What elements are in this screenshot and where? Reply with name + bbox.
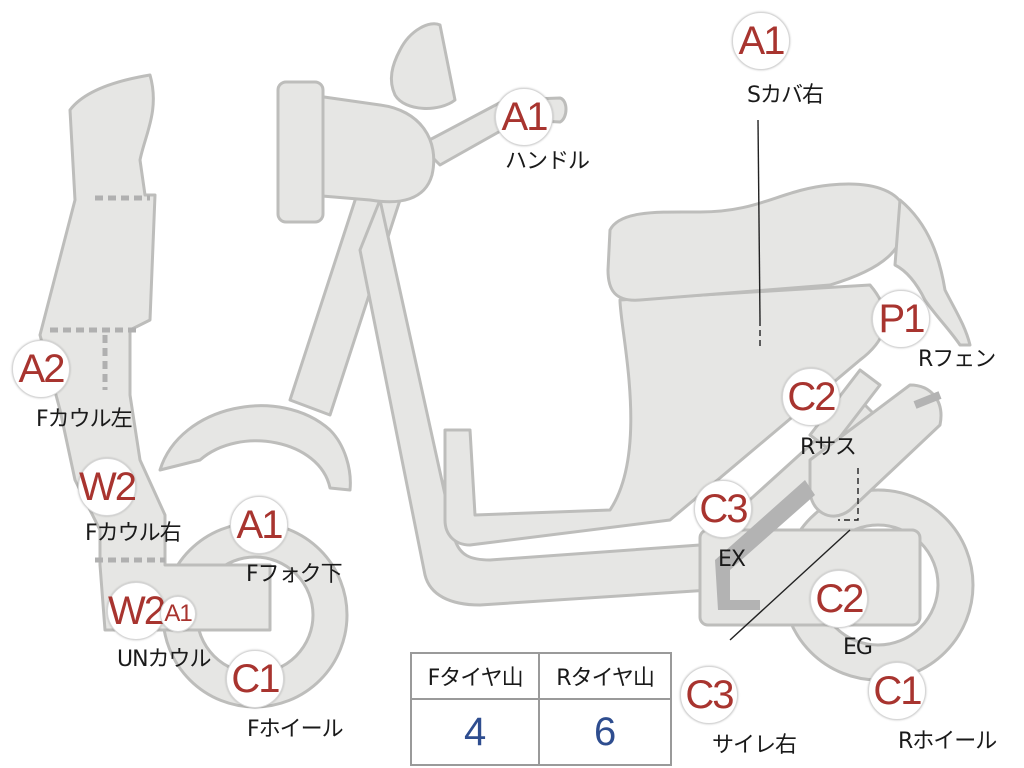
code-badge: C3: [694, 480, 752, 538]
rear-fender: [893, 198, 972, 347]
rear-tire-header: Rタイヤ山: [538, 652, 672, 700]
marker-label: Fホイール: [247, 717, 344, 742]
marker-label: サイレ右: [712, 733, 797, 758]
code-badge: A1: [732, 12, 790, 70]
muffler: [808, 383, 943, 518]
headlight-cowl: [308, 93, 436, 204]
marker-label: Fカウル右: [85, 521, 182, 546]
front-tire-header: Fタイヤ山: [409, 652, 541, 700]
code-badge: P1: [872, 290, 930, 348]
code-badge: C1: [226, 650, 284, 708]
marker-label: Fフォク下: [246, 562, 343, 587]
marker-label: UNカウル: [117, 647, 212, 672]
code-badge: C1: [868, 662, 926, 720]
leader-rsus: [838, 468, 859, 521]
code-badge: C2: [782, 368, 840, 426]
marker-label: Rサス: [800, 435, 857, 460]
cowl-seam-2: [50, 327, 140, 390]
code-badge: A2: [12, 340, 70, 398]
code-badge: A1: [230, 496, 288, 554]
code-badge: W2: [78, 458, 137, 516]
tire-tread-table: Fタイヤ山 Rタイヤ山 4 6: [409, 652, 672, 766]
marker-label: Rホイール: [898, 729, 997, 754]
marker-label: EX: [718, 547, 746, 572]
front-fender: [158, 404, 352, 492]
code-badge: C3: [680, 666, 738, 724]
exhaust-pipe: [715, 480, 815, 610]
leader-scover: [757, 119, 761, 321]
marker-label: Fカウル左: [36, 407, 133, 432]
code-badge-small: A1: [160, 596, 196, 632]
leader-silencer: [729, 529, 851, 641]
headlight: [276, 80, 325, 224]
seat: [606, 182, 908, 302]
marker-label: EG: [843, 635, 873, 660]
marker-label: Sカバ右: [747, 83, 824, 108]
marker-label: ハンドル: [505, 149, 590, 174]
code-badge: C2: [810, 570, 868, 628]
code-badge: A1: [495, 88, 553, 146]
marker-label: Rフェン: [918, 347, 996, 372]
front-tire-value: 4: [409, 698, 541, 766]
rear-tire-value: 6: [538, 698, 672, 766]
code-badge: W2: [107, 582, 166, 640]
mirror: [389, 22, 457, 110]
exhaust-tip: [913, 391, 942, 409]
body-panel: [443, 283, 887, 547]
